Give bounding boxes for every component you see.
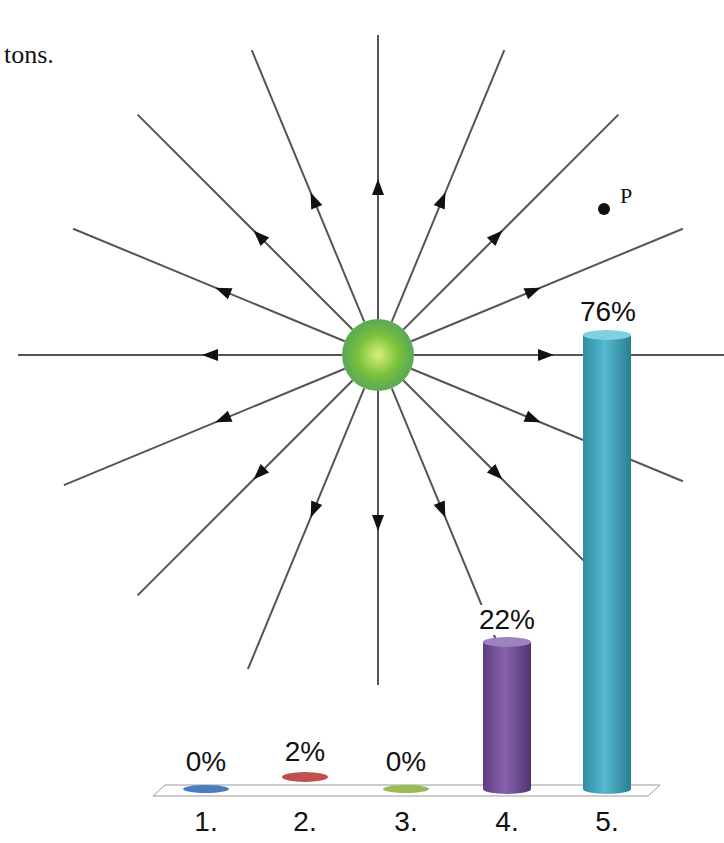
point-charge bbox=[342, 319, 414, 391]
field-arrowhead bbox=[213, 411, 232, 428]
field-line bbox=[414, 354, 724, 356]
field-line bbox=[18, 354, 342, 356]
field-line bbox=[252, 50, 365, 322]
field-arrowhead bbox=[524, 411, 543, 428]
category-label: 2. bbox=[291, 807, 318, 838]
bar-chart bbox=[153, 330, 660, 796]
field-line bbox=[377, 391, 379, 685]
percent-label: 0% bbox=[384, 747, 428, 778]
field-line bbox=[138, 115, 353, 330]
bar-3 bbox=[383, 785, 429, 793]
field-line bbox=[392, 50, 505, 322]
category-label: 5. bbox=[593, 807, 620, 838]
percent-label: 22% bbox=[477, 605, 537, 636]
field-arrowhead bbox=[524, 282, 543, 299]
field-arrowhead bbox=[305, 501, 322, 520]
category-label: 1. bbox=[192, 807, 219, 838]
percent-label: 0% bbox=[184, 747, 228, 778]
bar-5 bbox=[583, 335, 631, 794]
field-line bbox=[248, 388, 364, 669]
field-arrowhead bbox=[487, 464, 507, 484]
field-arrowhead bbox=[305, 190, 322, 209]
field-arrowhead bbox=[249, 464, 269, 484]
category-label: 3. bbox=[392, 807, 419, 838]
category-label: 4. bbox=[493, 807, 520, 838]
percent-label: 2% bbox=[283, 737, 327, 768]
field-arrowhead bbox=[202, 349, 218, 361]
point-marker bbox=[598, 203, 610, 215]
caption-fragment: tons. bbox=[2, 41, 56, 70]
field-line bbox=[411, 369, 683, 482]
field-arrowhead bbox=[434, 190, 451, 209]
bar-2 bbox=[282, 772, 328, 782]
field-arrowhead bbox=[249, 226, 269, 246]
field-line bbox=[411, 229, 683, 342]
field-arrowhead bbox=[213, 282, 232, 299]
point-label: P bbox=[618, 184, 634, 208]
percent-label: 76% bbox=[578, 297, 638, 328]
field-arrowhead bbox=[487, 226, 507, 246]
bar-4 bbox=[483, 642, 531, 794]
field-arrowhead bbox=[372, 179, 384, 195]
bar-4-top bbox=[483, 637, 531, 647]
field-arrowhead bbox=[372, 515, 384, 531]
field-line bbox=[73, 229, 345, 342]
field-arrowhead bbox=[538, 349, 554, 361]
field-line bbox=[377, 35, 379, 319]
field-line bbox=[138, 380, 353, 595]
field-arrowhead bbox=[434, 501, 451, 520]
bar-1 bbox=[183, 785, 229, 793]
bar-5-top bbox=[583, 330, 631, 340]
field-line bbox=[64, 369, 345, 485]
